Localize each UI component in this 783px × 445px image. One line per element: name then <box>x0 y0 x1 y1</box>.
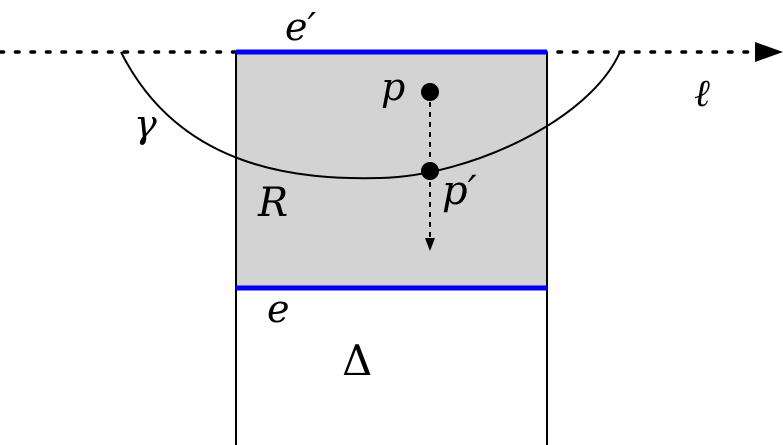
point-p-prime <box>421 162 439 180</box>
label-ell: ℓ <box>694 71 710 115</box>
label-gamma: γ <box>134 102 157 146</box>
label-delta: Δ <box>342 336 372 385</box>
label-r: R <box>257 180 288 226</box>
label-p-prime: p′ <box>442 168 477 214</box>
point-p <box>421 83 439 101</box>
line-ell-arrowhead <box>755 42 783 62</box>
curve-gamma <box>120 51 621 180</box>
projection-arrowhead <box>425 238 435 251</box>
label-e-prime: e′ <box>285 5 316 49</box>
label-p: p <box>381 65 405 109</box>
label-e: e <box>267 287 290 331</box>
region-r <box>236 52 547 288</box>
